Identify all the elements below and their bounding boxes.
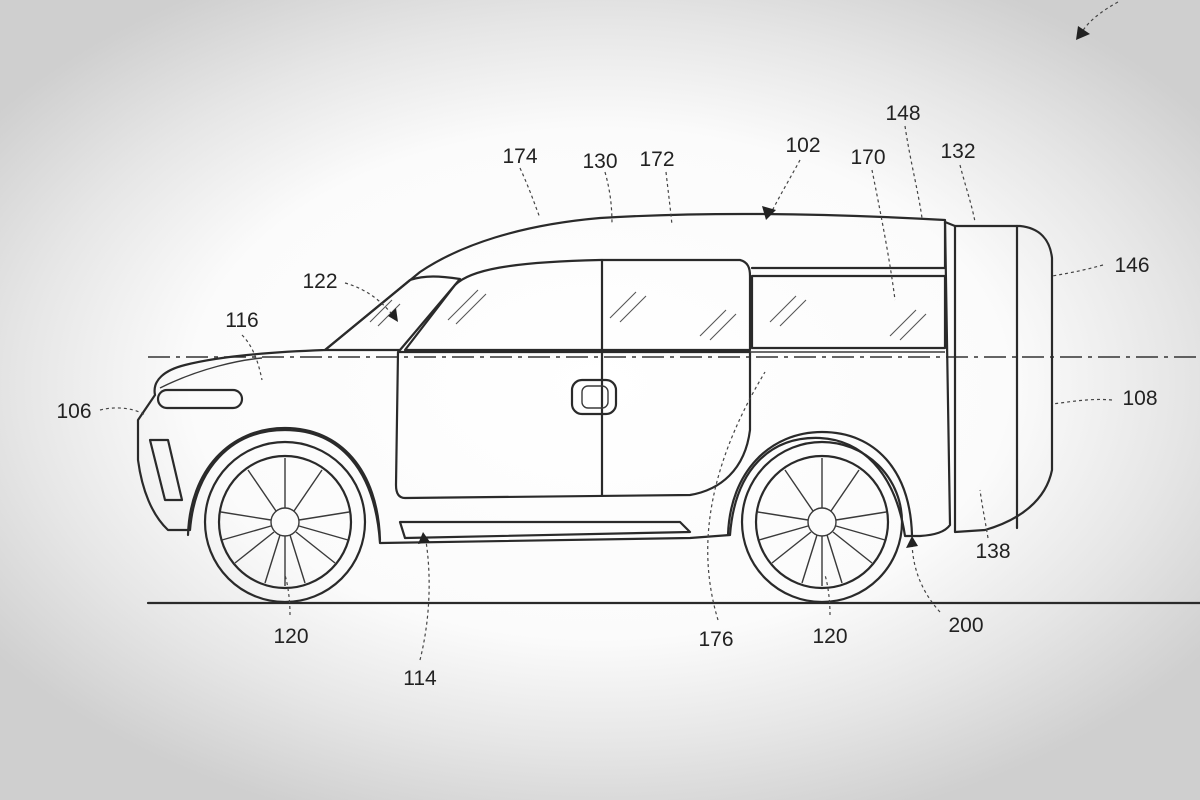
front-grille <box>148 438 184 502</box>
rear-side-window <box>750 274 947 350</box>
ref-172: 172 <box>639 148 674 171</box>
leader-138 <box>979 489 989 539</box>
rear-wheel-arch <box>726 430 914 537</box>
ref-200: 200 <box>948 614 983 637</box>
ref-108: 108 <box>1122 387 1157 410</box>
leader-120-front <box>284 574 291 616</box>
ref-130: 130 <box>582 150 617 173</box>
leader-120-rear <box>824 574 831 616</box>
leader-170 <box>871 169 896 301</box>
ref-132: 132 <box>940 140 975 163</box>
leader-122 <box>344 282 396 319</box>
leader-lines <box>99 1 1119 661</box>
arrowhead-figure-ref <box>1076 26 1090 40</box>
window-glare-rear <box>769 295 927 341</box>
front-door-window <box>403 258 752 352</box>
ref-106: 106 <box>56 400 91 423</box>
leader-figure-ref <box>1081 1 1119 33</box>
ref-122: 122 <box>302 270 337 293</box>
ref-176: 176 <box>698 628 733 651</box>
side-door-panel <box>394 350 752 500</box>
ref-120-rear: 120 <box>812 625 847 648</box>
ref-174: 174 <box>502 145 537 168</box>
leader-132 <box>959 164 976 223</box>
front-wheel-arch <box>186 426 382 542</box>
body-outline <box>136 212 952 545</box>
ref-102: 102 <box>785 134 820 157</box>
leader-130 <box>604 171 613 226</box>
side-skirt <box>398 520 692 540</box>
ref-114: 114 <box>403 667 437 690</box>
roof-rail-panel <box>750 220 947 270</box>
ref-146: 146 <box>1114 254 1149 277</box>
hood-line <box>159 357 263 389</box>
rear-wheel <box>740 440 904 604</box>
ref-148: 148 <box>885 102 920 125</box>
windshield <box>323 275 462 352</box>
arrowhead-122 <box>388 308 398 322</box>
arrowhead-200 <box>906 536 918 548</box>
reference-numerals: 174 130 172 102 170 148 132 146 122 116 … <box>56 102 1157 690</box>
leader-174 <box>519 167 541 219</box>
leader-176 <box>707 371 766 621</box>
leader-146 <box>1051 264 1104 277</box>
rear-module <box>953 224 1054 534</box>
leader-200 <box>911 539 941 613</box>
leader-arrowheads <box>388 26 1090 548</box>
ref-116: 116 <box>225 309 258 332</box>
leader-102 <box>769 159 801 216</box>
leader-106 <box>99 407 146 416</box>
leader-148 <box>904 125 923 219</box>
door-handle <box>570 378 618 416</box>
ref-170: 170 <box>850 146 885 169</box>
ref-120-front: 120 <box>273 625 308 648</box>
leader-172 <box>665 171 673 226</box>
roof-end-link <box>943 220 957 228</box>
leader-114 <box>419 534 430 661</box>
arrowhead-114 <box>418 532 430 544</box>
headlight <box>156 388 244 410</box>
arrowhead-102 <box>762 206 776 220</box>
ref-138: 138 <box>975 540 1010 563</box>
door-handle-recess <box>581 385 609 409</box>
front-wheel <box>203 440 367 604</box>
leader-108 <box>1051 398 1113 405</box>
window-glare-front <box>447 289 737 341</box>
